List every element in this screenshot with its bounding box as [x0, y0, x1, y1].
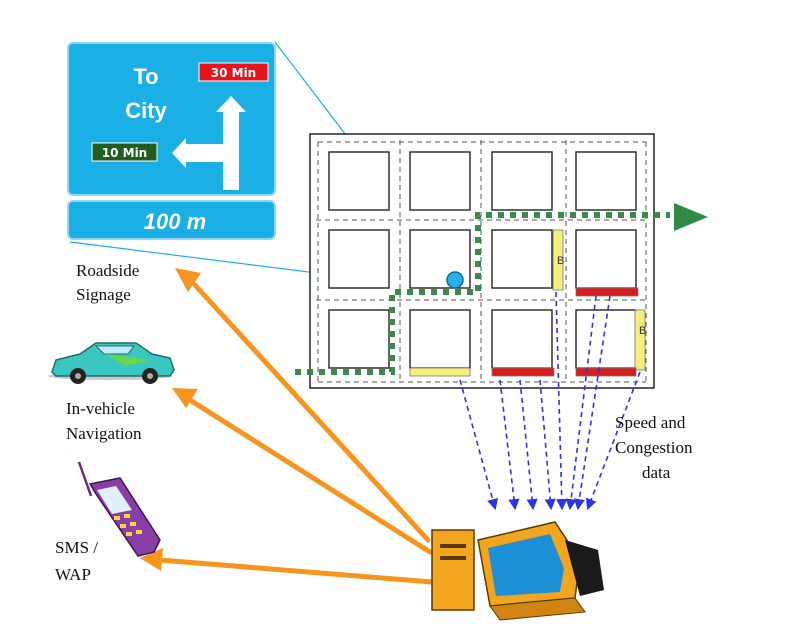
data-arrow [539, 379, 556, 511]
labels: Roadside Signage In-vehicle Navigation S… [55, 261, 693, 584]
data-arrow [499, 379, 520, 511]
sensor-red [575, 367, 637, 377]
sign-distance-text: 100 m [144, 209, 206, 234]
city-block [328, 151, 390, 211]
sensor-red [575, 287, 639, 297]
data-flow-arrows [459, 291, 641, 511]
label-sms-wap-1: SMS / [55, 538, 98, 557]
computer-icon [431, 521, 604, 621]
sign-badge-30min-text: 30 Min [211, 66, 256, 80]
label-speed-congestion-1: Speed and [615, 413, 686, 432]
data-arrow [555, 291, 568, 511]
sign-badge-30min [198, 62, 269, 82]
output-arrows [140, 268, 435, 585]
label-in-vehicle-navigation-1: In-vehicle [66, 399, 135, 418]
data-arrow [459, 379, 499, 511]
sign-arrow-icon [172, 96, 246, 190]
city-block [328, 309, 390, 369]
city-map: B B [295, 133, 708, 389]
sign-badge-10min-text: 10 Min [102, 146, 147, 160]
label-speed-congestion-2: Congestion [615, 438, 693, 457]
label-sms-wap-2: WAP [55, 565, 91, 584]
sensor-yellow-mark: B [639, 325, 646, 337]
city-block [575, 309, 637, 369]
sign-line-city: City [125, 98, 167, 123]
city-block [575, 229, 637, 289]
label-in-vehicle-navigation-2: Navigation [66, 424, 142, 443]
road-sign: To City 30 Min 10 Min 100 m [67, 42, 276, 240]
city-block [409, 309, 471, 369]
city-block [491, 151, 553, 211]
sensor-yellow [409, 367, 471, 377]
city-block [328, 229, 390, 289]
sensor-yellow [552, 229, 564, 291]
road-sensors: B B [409, 229, 646, 377]
sensor-yellow [634, 309, 646, 371]
car-icon [48, 342, 175, 384]
location-marker [446, 271, 464, 289]
data-arrow [585, 371, 641, 511]
sensor-red [491, 367, 555, 377]
route-arrow-icon [674, 203, 708, 231]
city-block [409, 151, 471, 211]
data-arrow [519, 379, 538, 511]
label-roadside-signage-2: Signage [76, 285, 131, 304]
sensor-yellow-mark: B [557, 255, 564, 267]
label-roadside-signage-1: Roadside [76, 261, 139, 280]
city-blocks [328, 151, 637, 369]
sign-line-to: To [133, 64, 158, 89]
label-speed-congestion-3: data [642, 463, 671, 482]
sign-distance-panel [67, 200, 276, 240]
route-path [295, 203, 708, 375]
city-block [491, 229, 553, 289]
city-block [575, 151, 637, 211]
mobile-phone-icon [77, 461, 161, 557]
sign-badge-10min [91, 142, 158, 162]
city-block [491, 309, 553, 369]
